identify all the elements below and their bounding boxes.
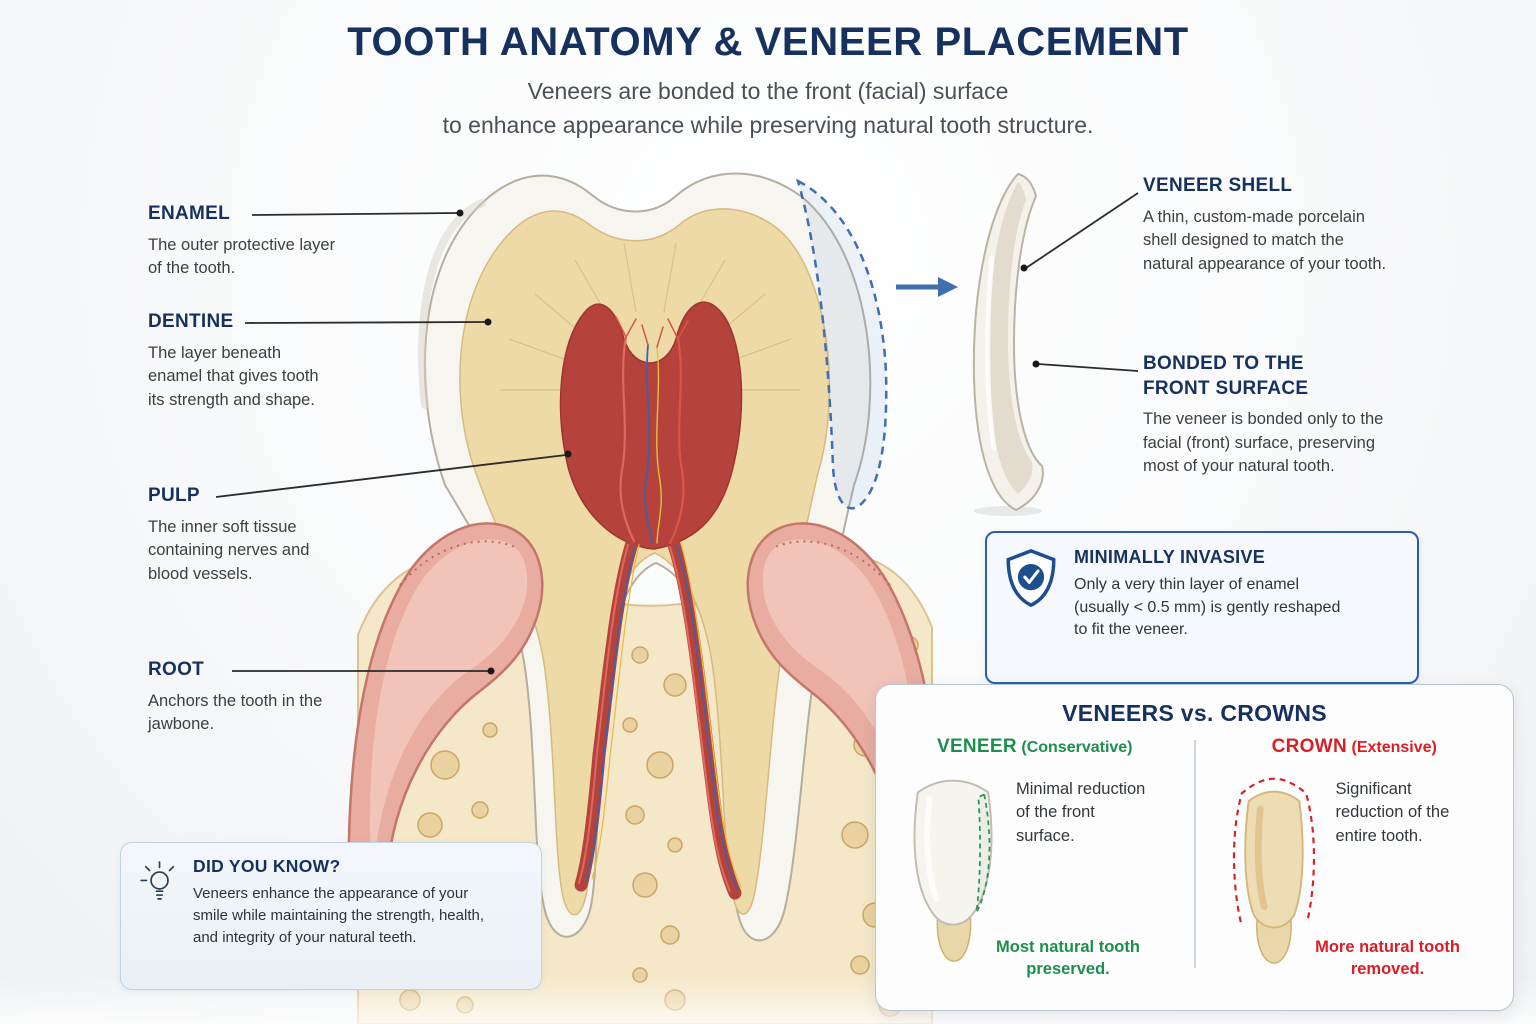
- page-subtitle-line1: Veneers are bonded to the front (facial)…: [527, 78, 1009, 104]
- page-title: TOOTH ANATOMY & VENEER PLACEMENT: [347, 20, 1189, 64]
- veneer-footnote: Most natural tooth preserved.: [996, 938, 1140, 978]
- veneer-outline-dashed: [796, 178, 888, 510]
- veneer-shell-title: VENEER SHELL: [1143, 175, 1293, 196]
- veneer-shell-illustration: [972, 172, 1044, 516]
- root-description: Anchors the tooth in the jawbone.: [148, 691, 323, 734]
- comparison-title: VENEERS vs. CROWNS: [1062, 700, 1327, 726]
- crown-footnote: More natural tooth removed.: [1315, 938, 1460, 978]
- veneer-mini-tooth-illustration: [913, 779, 993, 962]
- veneer-shell-inner: [987, 182, 1033, 494]
- callout-title: MINIMALLY INVASIVE: [1074, 547, 1266, 567]
- veneer-qualifier: (Conservative): [1021, 739, 1133, 756]
- pulp-description: The inner soft tissue containing nerves …: [148, 517, 310, 583]
- bonded-description: The veneer is bonded only to the facial …: [1143, 410, 1384, 476]
- root-canal-right: [667, 538, 742, 900]
- veneer-sliver-dashed: [975, 793, 991, 913]
- label-root: ROOT Anchors the tooth in the jawbone.: [148, 658, 326, 737]
- crown-outline-dashed: [1232, 777, 1315, 923]
- root-title: ROOT: [148, 659, 205, 680]
- dentine-title: DENTINE: [148, 311, 234, 332]
- page-subtitle-line2: to enhance appearance while preserving n…: [442, 112, 1094, 139]
- label-pulp: PULP The inner soft tissue containing ne…: [148, 484, 343, 586]
- veneer-body: Minimal reduction of the front surface.: [1016, 780, 1146, 845]
- veneers-vs-crowns-panel: VENEERS vs. CROWNS VENEER (Conservative)…: [875, 684, 1514, 1011]
- lightbulb-icon: [140, 861, 175, 900]
- crown-column: CROWN (Extensive) Significant reduction …: [1196, 736, 1514, 984]
- enamel-shading: [418, 199, 486, 409]
- label-dentine: DENTINE The layer beneath enamel that gi…: [148, 310, 326, 412]
- crown-body: Significant reduction of the entire toot…: [1335, 780, 1450, 845]
- veneer-name: VENEER: [936, 736, 1017, 757]
- enamel-title: ENAMEL: [148, 203, 231, 224]
- label-veneer-shell: VENEER SHELL A thin, custom-made porcela…: [1143, 174, 1395, 276]
- crown-qualifier: (Extensive): [1351, 739, 1437, 756]
- label-bonded-front-surface: BONDED TO THE FRONT SURFACE The veneer i…: [1143, 352, 1401, 479]
- column-divider: [1193, 740, 1196, 968]
- shield-check-icon: [1006, 549, 1056, 608]
- enamel-description: The outer protective layer of the tooth.: [148, 235, 336, 278]
- bonded-title: BONDED TO THE FRONT SURFACE: [1143, 353, 1309, 399]
- veneer-column: VENEER (Conservative) Minimal reduction …: [876, 736, 1194, 984]
- crown-name: CROWN: [1271, 736, 1348, 757]
- crown-mini-tooth-illustration: [1232, 777, 1315, 964]
- callout-body: Only a very thin layer of enamel (usuall…: [1074, 576, 1341, 639]
- shell-shadow: [974, 506, 1042, 516]
- veneer-shell-description: A thin, custom-made porcelain shell desi…: [1143, 207, 1387, 273]
- minimally-invasive-callout: MINIMALLY INVASIVE Only a very thin laye…: [985, 531, 1419, 684]
- header: TOOTH ANATOMY & VENEER PLACEMENT Veneers…: [0, 20, 1536, 141]
- did-you-know-title: DID YOU KNOW?: [193, 856, 341, 876]
- root-canal-left: [574, 536, 639, 892]
- pulp-chamber: [559, 301, 743, 550]
- did-you-know-box: DID YOU KNOW? Veneers enhance the appear…: [120, 842, 542, 990]
- nerves-and-vessels: [578, 316, 742, 892]
- shell-highlight: [985, 255, 997, 451]
- pulp-title: PULP: [148, 485, 200, 506]
- did-you-know-body: Veneers enhance the appearance of your s…: [193, 885, 484, 946]
- label-enamel: ENAMEL The outer protective layer of the…: [148, 202, 348, 281]
- dentine-description: The layer beneath enamel that gives toot…: [148, 343, 319, 409]
